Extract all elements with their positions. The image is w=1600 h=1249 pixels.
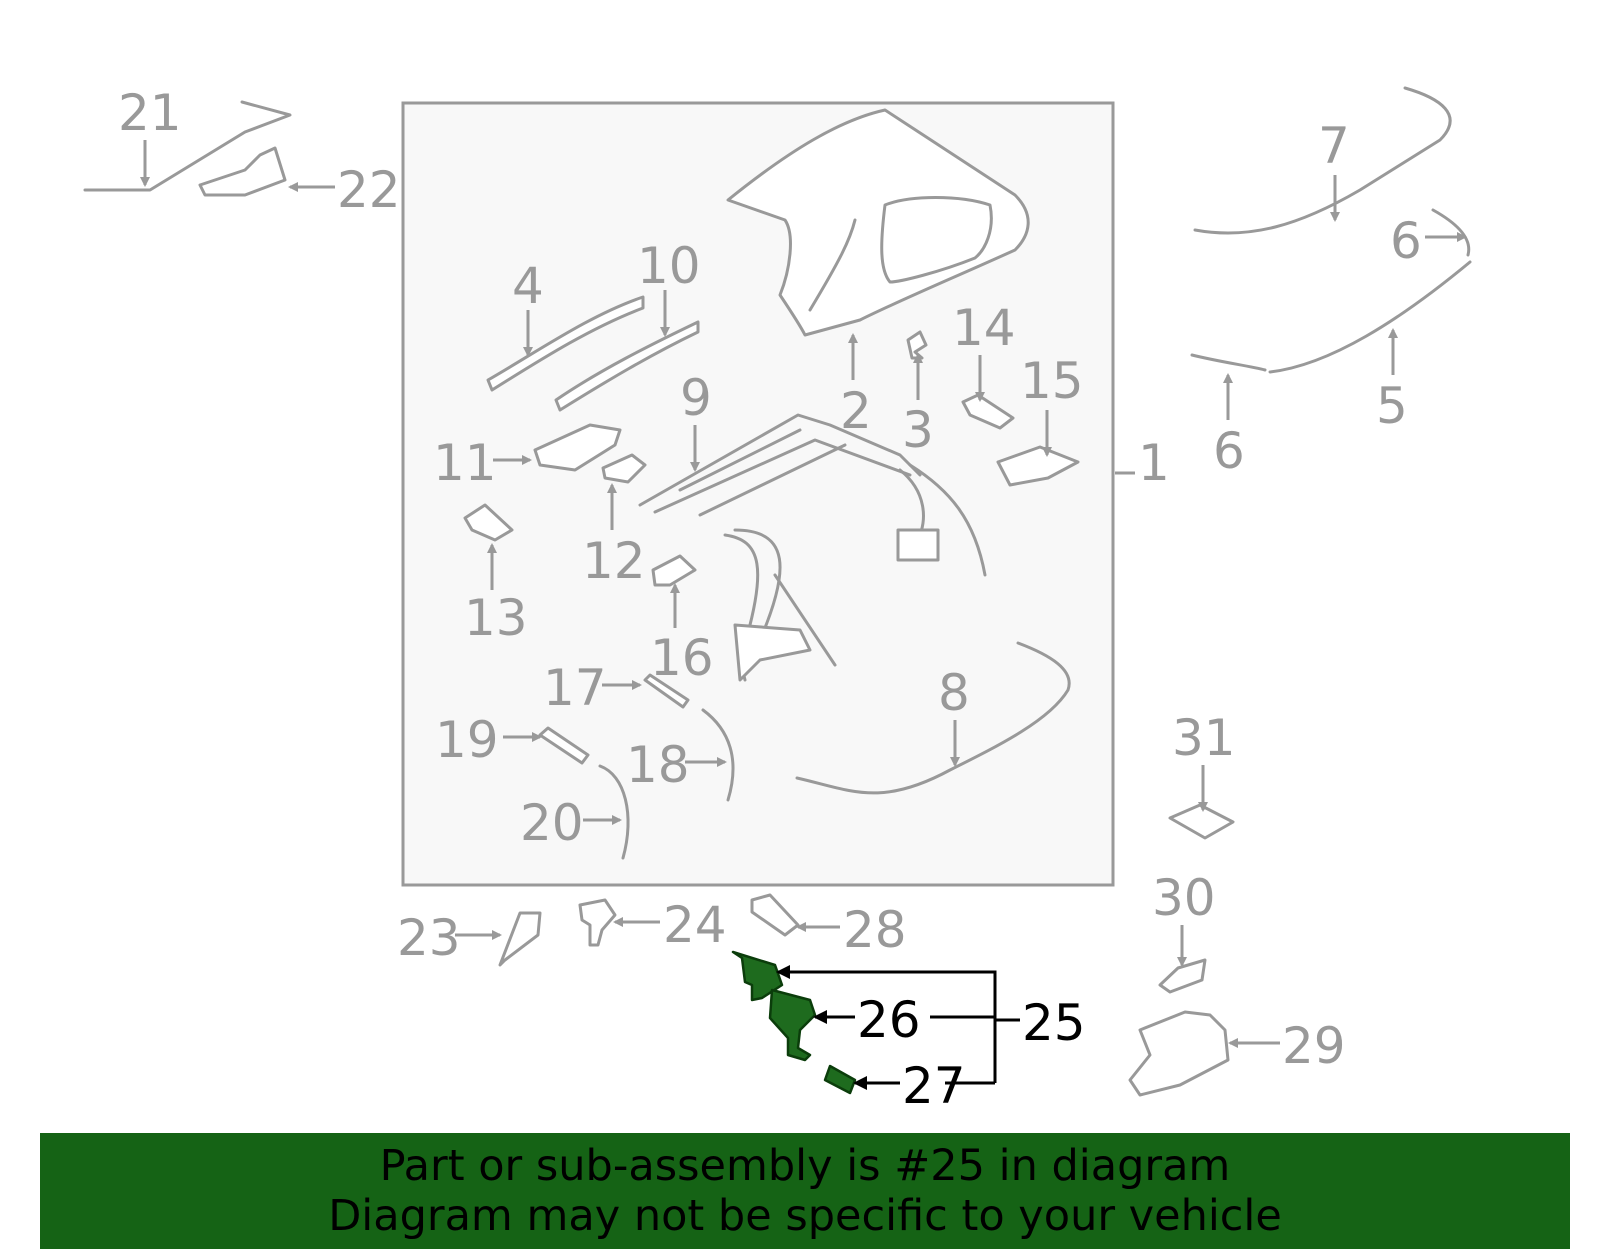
callout-2[interactable]: 2 [840,382,872,440]
leader-lines [140,140,1467,1048]
part-11-bracket[interactable] [533,423,622,472]
callout-30[interactable]: 30 [1152,869,1216,927]
part-30-pad[interactable] [1158,958,1207,994]
callout-29[interactable]: 29 [1282,1017,1346,1075]
part-28-bracket[interactable] [750,893,800,937]
part-22-bracket[interactable] [198,146,287,197]
part-17-strip[interactable] [643,673,690,709]
part-21-seal[interactable] [83,100,292,192]
part-19-strip[interactable] [538,726,590,765]
part-9-frame[interactable] [638,413,987,682]
part-8-seal[interactable] [795,641,1071,795]
callout-7[interactable]: 7 [1318,117,1350,175]
callout-11[interactable]: 11 [433,434,497,492]
callout-1[interactable]: 1 [1138,434,1170,492]
part-2-soft-top[interactable] [726,108,1030,337]
callout-5[interactable]: 5 [1376,377,1408,435]
callout-16[interactable]: 16 [650,629,714,687]
callout-6-lower[interactable]: 6 [1213,422,1245,480]
part-5-seal[interactable] [1268,260,1472,374]
part-13-pad[interactable] [463,503,514,542]
callout-23[interactable]: 23 [397,909,461,967]
part-6-seal-lower[interactable] [1190,353,1267,372]
part-15-latch[interactable] [996,445,1080,487]
callout-9[interactable]: 9 [680,369,712,427]
callout-14[interactable]: 14 [952,299,1016,357]
callout-22[interactable]: 22 [337,161,401,219]
part-20-seal[interactable] [598,764,630,860]
callout-3[interactable]: 3 [902,401,934,459]
callout-8[interactable]: 8 [938,664,970,722]
callout-31[interactable]: 31 [1172,709,1236,767]
callout-20[interactable]: 20 [520,794,584,852]
callout-15[interactable]: 15 [1020,352,1084,410]
callout-4[interactable]: 4 [512,257,544,315]
part-16-clip[interactable] [651,554,697,587]
callout-24[interactable]: 24 [663,896,727,954]
callouts: 1 2 3 4 5 6 6 7 8 9 10 11 12 13 14 15 16… [118,84,1422,1115]
callout-28[interactable]: 28 [843,901,907,959]
callout-26[interactable]: 26 [857,991,921,1049]
callout-21[interactable]: 21 [118,84,182,142]
part-12-clip[interactable] [601,453,647,484]
callout-18[interactable]: 18 [626,736,690,794]
part-4-strip[interactable] [486,295,645,392]
callout-17[interactable]: 17 [543,659,607,717]
part-10-strip[interactable] [554,320,700,412]
part-31-pad[interactable] [1168,803,1235,840]
callout-13[interactable]: 13 [464,589,528,647]
callout-10[interactable]: 10 [637,237,701,295]
callout-25[interactable]: 25 [1022,994,1086,1052]
callout-27[interactable]: 27 [902,1057,966,1115]
callout-6-upper[interactable]: 6 [1390,212,1422,270]
part-24-bracket[interactable] [578,898,617,947]
callout-12[interactable]: 12 [582,532,646,590]
part-26-bracket[interactable] [768,988,817,1062]
part-18-seal[interactable] [701,708,735,802]
part-23-bracket[interactable] [498,911,542,967]
banner-line-2: Diagram may not be specific to your vehi… [328,1191,1282,1241]
banner-line-1: Part or sub-assembly is #25 in diagram [379,1141,1231,1191]
info-banner: Part or sub-assembly is #25 in diagram D… [40,1133,1570,1249]
part-7-rail[interactable] [1193,86,1452,235]
part-3-clip[interactable] [906,330,928,360]
part-29-bracket[interactable] [1128,1010,1230,1097]
highlight-leader-lines [776,965,1020,1090]
part-6-seal-upper[interactable] [1431,208,1471,257]
part-27-bolt[interactable] [823,1064,857,1095]
callout-19[interactable]: 19 [435,711,499,769]
